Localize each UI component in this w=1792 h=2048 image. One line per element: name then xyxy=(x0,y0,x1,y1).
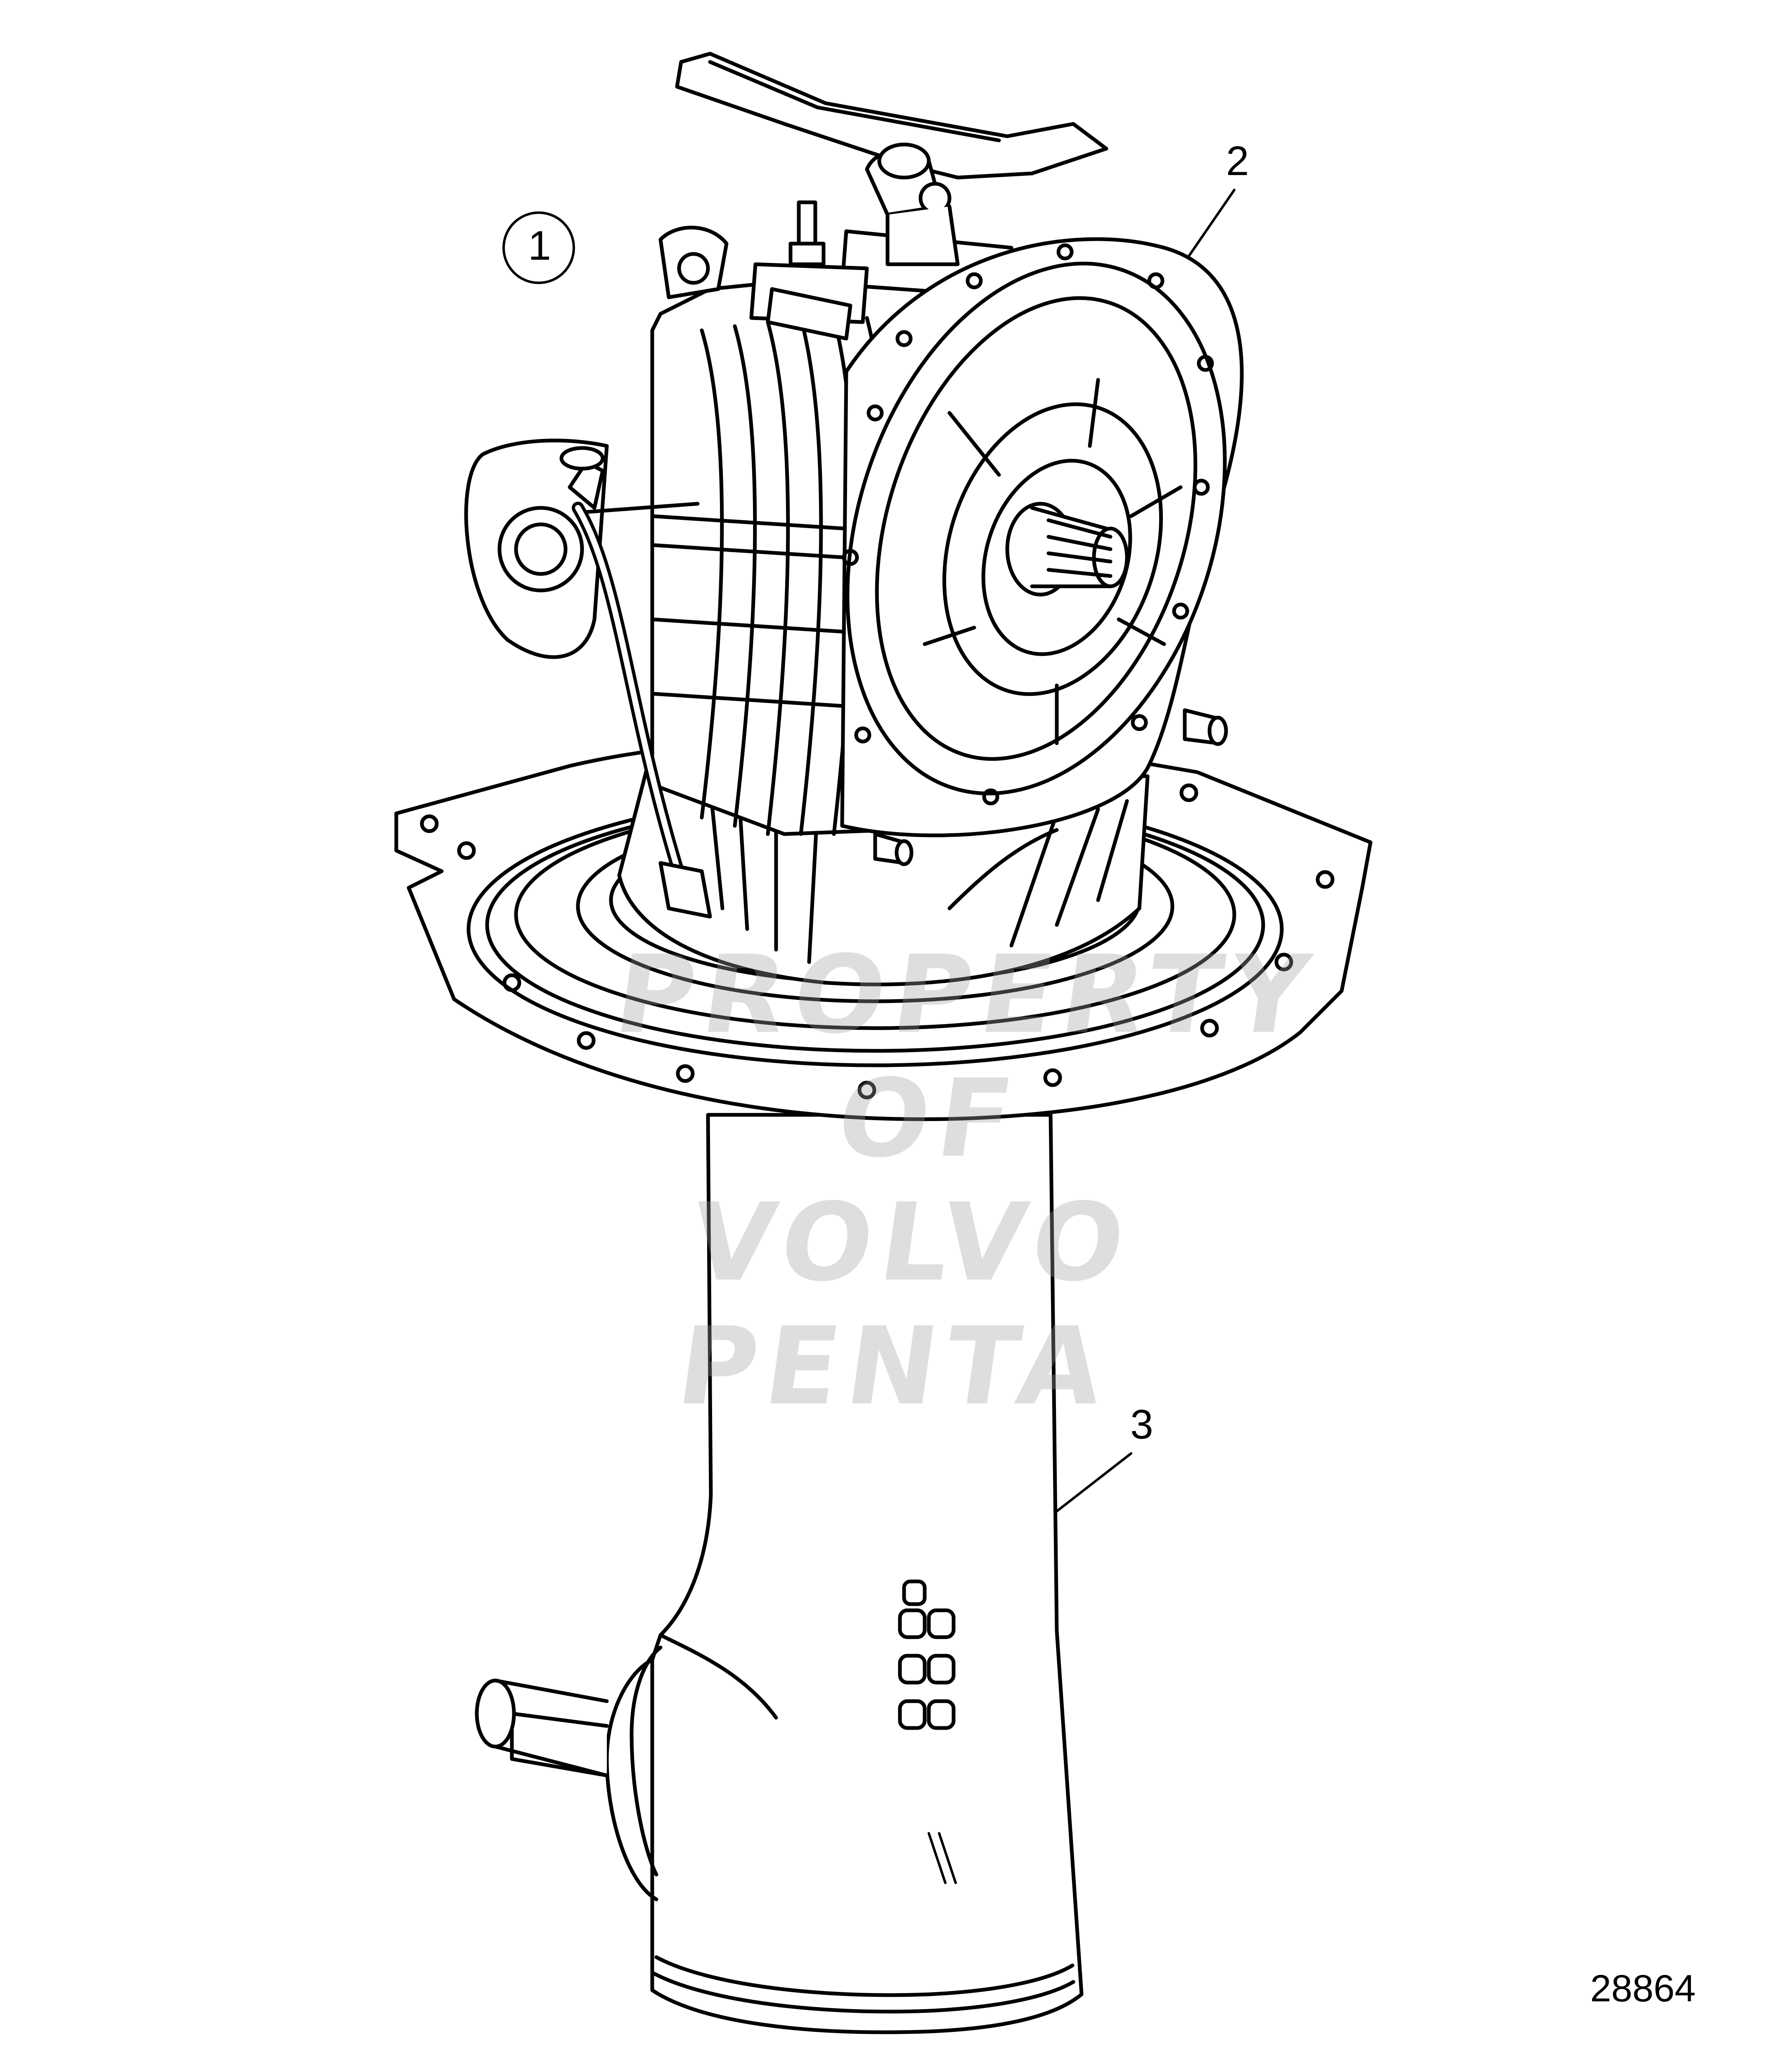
watermark: PROPERTY OF VOLVO PENTA xyxy=(556,933,1325,1429)
leader-line-2 xyxy=(1188,189,1236,257)
callout-1: 1 xyxy=(528,223,551,269)
shift-bracket xyxy=(675,52,1108,266)
leader-line-3 xyxy=(1056,1452,1132,1512)
bellhousing-flange xyxy=(766,237,1244,866)
reference-number: 28864 xyxy=(1590,1967,1696,2010)
watermark-line-1: PROPERTY OF xyxy=(608,933,1325,1181)
callout-2: 2 xyxy=(1226,138,1249,184)
callout-3: 3 xyxy=(1130,1401,1153,1448)
oil-pipe-and-bracket xyxy=(464,439,712,919)
drive-leg xyxy=(475,1113,1084,2034)
watermark-line-2: VOLVO PENTA xyxy=(670,1180,1141,1429)
callout-circle-1 xyxy=(502,211,575,284)
